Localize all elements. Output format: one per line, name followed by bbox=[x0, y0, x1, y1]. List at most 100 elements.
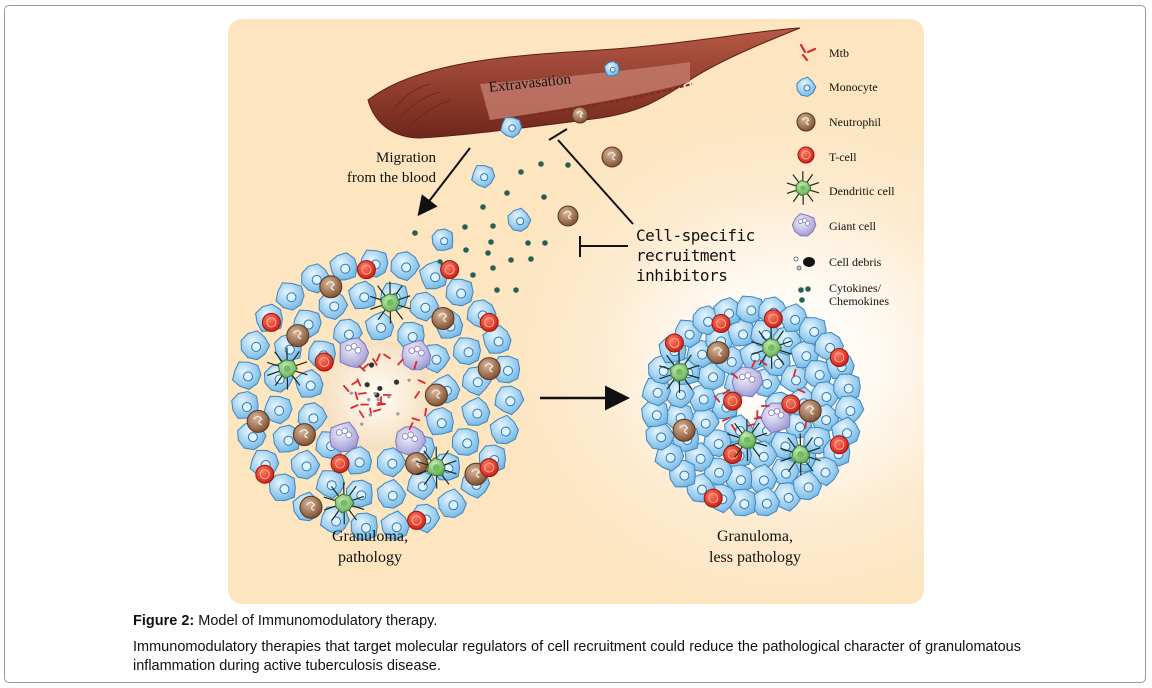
monocyte-icon bbox=[471, 165, 496, 189]
monocyte-icon bbox=[796, 76, 817, 97]
cell-debris-icon bbox=[360, 422, 364, 426]
giant-cell-icon bbox=[401, 339, 432, 371]
cytokine-icon bbox=[508, 257, 514, 263]
t-cell-icon bbox=[440, 260, 460, 280]
neutrophil-icon bbox=[477, 357, 501, 381]
mtb-icon bbox=[713, 395, 721, 403]
monocyte-icon bbox=[641, 377, 672, 407]
monocyte-icon bbox=[750, 486, 781, 517]
monocyte-icon bbox=[350, 512, 378, 541]
mtb-icon bbox=[411, 417, 420, 422]
legend-label-mtb: Mtb bbox=[829, 46, 850, 60]
legend-label-t-cell: T-cell bbox=[829, 150, 857, 164]
dendritic-cell-icon bbox=[726, 418, 768, 461]
cell-debris-icon bbox=[393, 379, 400, 385]
neutrophil-icon bbox=[286, 324, 310, 348]
cytokine-icon bbox=[513, 287, 519, 293]
mtb-icon bbox=[799, 43, 817, 62]
giant-cell-icon bbox=[759, 402, 791, 434]
inhibitor-line-side bbox=[579, 236, 628, 257]
migration-label-line2: from the blood bbox=[346, 170, 436, 186]
cytokine-icon bbox=[565, 162, 571, 168]
mtb-icon bbox=[413, 360, 418, 370]
cytokine-icon bbox=[485, 250, 491, 256]
t-cell-icon bbox=[407, 510, 427, 530]
cell-debris-icon bbox=[407, 378, 411, 382]
t-cell-icon bbox=[797, 146, 815, 164]
migration-label: Migration from the blood bbox=[330, 148, 436, 188]
mtb-icon bbox=[730, 423, 737, 432]
granuloma-left-label-line2: pathology bbox=[338, 549, 402, 566]
granuloma-right-label: Granuloma, less pathology bbox=[680, 526, 830, 568]
monocyte-icon bbox=[604, 60, 620, 77]
cell-debris-icon bbox=[376, 397, 380, 402]
cytokine-icon bbox=[494, 287, 500, 293]
monocyte-icon bbox=[380, 510, 411, 540]
cell-debris-icon bbox=[368, 362, 375, 368]
dendritic-cell-icon bbox=[416, 446, 457, 489]
mtb-icon bbox=[350, 404, 359, 409]
cell-debris-icon bbox=[396, 412, 400, 416]
monocyte-icon bbox=[689, 407, 720, 438]
monocyte-icon bbox=[318, 289, 349, 321]
cell-debris-icon bbox=[364, 382, 370, 388]
neutrophil-icon bbox=[796, 112, 816, 132]
cytokine-icon bbox=[488, 239, 494, 245]
monocyte-icon bbox=[376, 478, 407, 509]
cell-debris-icon bbox=[793, 256, 815, 271]
monocyte-icon bbox=[431, 228, 454, 251]
cytokine-icon bbox=[480, 204, 486, 210]
cytokine-icon bbox=[470, 272, 476, 278]
neutrophil-icon bbox=[557, 205, 579, 227]
figure-number: Figure 2: bbox=[133, 613, 195, 629]
cell-debris-icon bbox=[368, 413, 372, 417]
monocyte-icon bbox=[315, 470, 346, 499]
giant-cell-icon bbox=[329, 421, 360, 453]
t-cell-icon bbox=[330, 454, 350, 474]
mtb-icon bbox=[361, 363, 370, 370]
granuloma-right-label-line2: less pathology bbox=[709, 549, 801, 566]
t-cell-icon bbox=[703, 488, 723, 508]
legend-icons bbox=[786, 43, 820, 303]
t-cell-icon bbox=[356, 260, 376, 280]
mtb-icon bbox=[804, 420, 808, 429]
t-cell-icon bbox=[255, 464, 275, 484]
t-cell-icon bbox=[723, 391, 743, 411]
mtb-icon bbox=[424, 407, 428, 417]
monocyte-icon bbox=[290, 449, 321, 480]
dendritic-cell-icon bbox=[267, 347, 308, 390]
granuloma-right-label-line1: Granuloma, bbox=[717, 528, 793, 545]
monocyte-icon bbox=[445, 278, 474, 307]
mtb-icon bbox=[372, 408, 382, 413]
monocyte-icon bbox=[461, 396, 491, 426]
cytokine-icon bbox=[528, 256, 534, 262]
cytokine-icon bbox=[541, 194, 547, 200]
dendritic-cell-icon bbox=[323, 482, 365, 525]
t-cell-icon bbox=[829, 435, 849, 455]
monocyte-icon bbox=[376, 447, 407, 478]
migration-label-line1: Migration bbox=[376, 150, 436, 166]
inhibitor-label-line2: recruitment bbox=[636, 246, 737, 265]
mtb-icon bbox=[792, 368, 797, 378]
mtb-icon bbox=[408, 422, 414, 431]
legend-label-monocyte: Monocyte bbox=[829, 80, 878, 94]
figure-caption-title: Figure 2: Model of Immunomodulatory ther… bbox=[133, 613, 437, 629]
mtb-icon bbox=[417, 379, 426, 384]
inhibitor-label-line1: Cell-specific bbox=[636, 226, 755, 245]
giant-cell-icon bbox=[339, 337, 370, 369]
mtb-icon bbox=[759, 360, 768, 366]
mtb-icon bbox=[751, 359, 756, 368]
dendritic-cell-icon bbox=[780, 433, 821, 476]
monocyte-icon bbox=[747, 463, 778, 494]
figure-title: Model of Immunomodulatory therapy. bbox=[194, 613, 438, 629]
migrating-cells bbox=[412, 60, 623, 293]
mtb-icon bbox=[358, 410, 365, 418]
t-cell-icon bbox=[711, 314, 731, 334]
inhibitor-label: Cell-specific recruitment inhibitors bbox=[636, 226, 755, 286]
legend-label-cytokines: Cytokines/ Chemokines bbox=[829, 281, 889, 308]
mtb-icon bbox=[746, 423, 756, 427]
monocyte-icon bbox=[348, 280, 377, 310]
granuloma-left-label: Granuloma, pathology bbox=[300, 526, 440, 568]
monocyte-icon bbox=[500, 116, 523, 139]
monocyte-icon bbox=[364, 311, 395, 341]
